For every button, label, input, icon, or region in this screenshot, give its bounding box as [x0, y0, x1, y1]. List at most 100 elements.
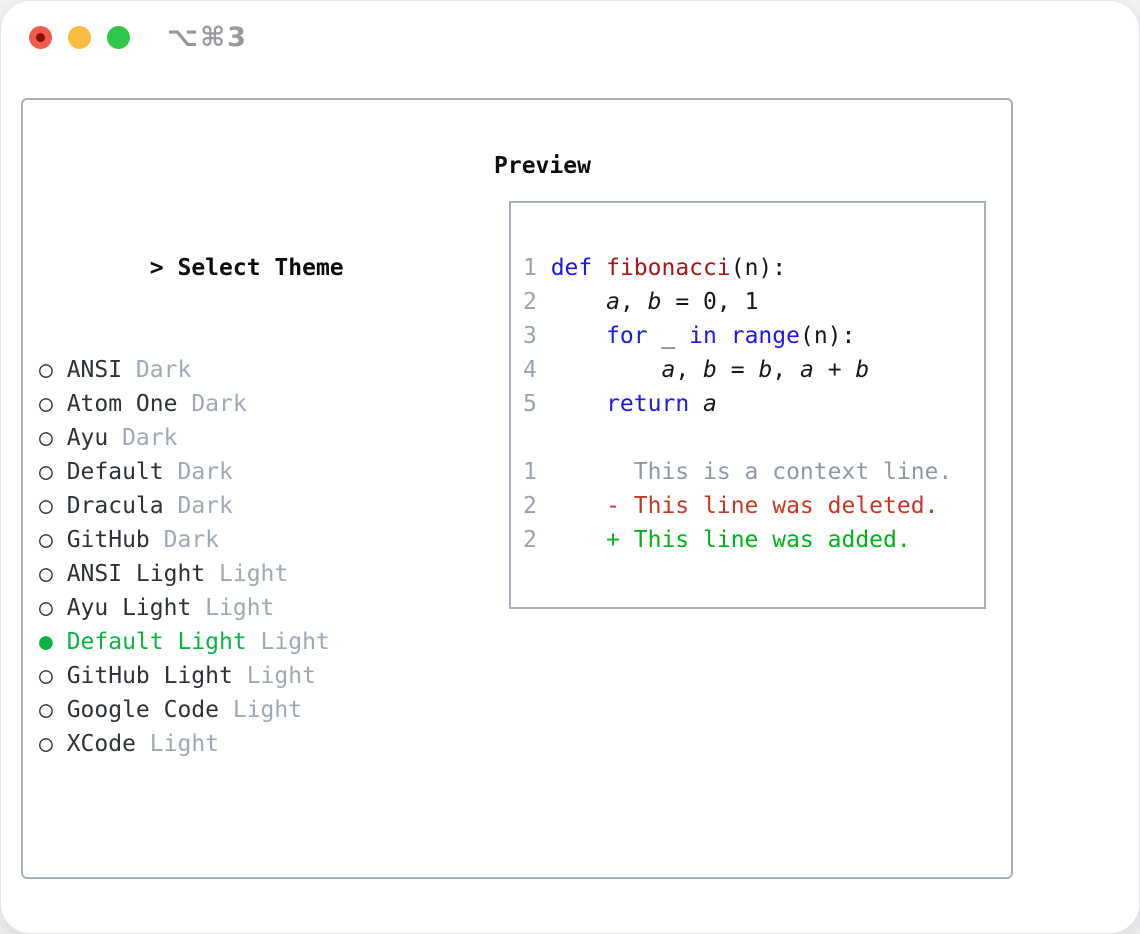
theme-option-ayu-light[interactable]: ○ Ayu Light Light [39, 591, 427, 625]
code-token: in [689, 323, 717, 349]
code-token [551, 391, 606, 417]
line-number: 1 [523, 255, 537, 281]
code-token: b [703, 357, 717, 383]
code-line: 5 return a [523, 387, 952, 421]
code-token: a [800, 357, 814, 383]
theme-variant-tag: Light [232, 697, 303, 723]
selected-radio-icon: ● [39, 629, 53, 655]
radio-icon: ○ [39, 527, 53, 553]
line-number: 2 [523, 493, 537, 519]
code-token: for [606, 323, 648, 349]
code-token: return [606, 391, 690, 417]
line-number: 4 [523, 357, 537, 383]
code-line: 2 a, b = 0, 1 [523, 285, 952, 319]
theme-name: Ayu [66, 425, 109, 451]
code-token: (n): [730, 255, 787, 281]
diff-added-line: 2 + This line was added. [523, 523, 952, 557]
code-token: b [855, 357, 870, 383]
theme-variant-tag: Light [260, 629, 330, 655]
radio-icon: ○ [39, 731, 53, 757]
theme-name: Default Light [66, 629, 247, 655]
minimize-button[interactable] [68, 26, 91, 49]
radio-icon: ○ [39, 561, 53, 587]
theme-variant-tag: Light [219, 561, 289, 587]
code-token [551, 289, 606, 315]
spacer-row [39, 863, 427, 897]
blank-line [523, 421, 952, 455]
code-token: , [675, 357, 704, 383]
theme-name: Dracula [66, 493, 164, 519]
code-token: a [606, 289, 620, 315]
theme-option-default-light[interactable]: ● Default Light Light [39, 625, 427, 659]
radio-icon: ○ [39, 459, 53, 485]
code-token: a [661, 357, 676, 383]
theme-option-ansi[interactable]: ○ ANSI Dark [39, 353, 427, 387]
theme-option-dracula[interactable]: ○ Dracula Dark [39, 489, 427, 523]
close-dot-icon [36, 33, 45, 42]
code-token: range [730, 323, 800, 349]
code-token: + This line was added. [550, 527, 911, 553]
theme-option-ansi-light[interactable]: ○ ANSI Light Light [39, 557, 427, 591]
theme-name: ANSI [66, 357, 123, 383]
code-token [592, 255, 606, 281]
theme-option-google-code[interactable]: ○ Google Code Light [39, 693, 427, 727]
theme-list-header: >Select Theme [39, 217, 427, 281]
code-token: def [550, 255, 593, 281]
code-token [689, 391, 703, 417]
theme-name: ANSI Light [66, 561, 206, 587]
theme-option-xcode[interactable]: ○ XCode Light [39, 727, 427, 761]
code-token: , [619, 289, 648, 315]
code-line: 4 a, b = b, a + b [523, 353, 952, 387]
preview-title: Preview [494, 153, 591, 179]
theme-variant-tag: Light [149, 731, 220, 757]
code-token: = 0, 1 [661, 289, 759, 315]
code-token: , [772, 357, 800, 383]
theme-option-ayu[interactable]: ○ Ayu Dark [39, 421, 427, 455]
code-token: _ [647, 323, 690, 349]
diff-deleted-line: 2 - This line was deleted. [523, 489, 952, 523]
theme-variant-tag: Dark [163, 527, 220, 553]
code-token: b [758, 357, 773, 383]
theme-name: GitHub [66, 527, 150, 553]
window-hotkey-label: ⌥⌘3 [167, 22, 248, 53]
radio-icon: ○ [39, 425, 53, 451]
code-token [717, 323, 731, 349]
theme-variant-tag: Dark [122, 425, 178, 451]
theme-name: Default [66, 459, 164, 485]
radio-icon: ○ [39, 391, 53, 417]
line-number: 3 [523, 323, 537, 349]
code-token: (n): [799, 323, 856, 349]
theme-variant-tag: Dark [177, 493, 233, 519]
theme-variant-tag: Light [205, 595, 275, 621]
code-token: fibonacci [606, 255, 731, 281]
code-line: 3 for _ in range(n): [523, 319, 952, 353]
theme-name: XCode [66, 731, 136, 757]
radio-icon: ○ [39, 697, 53, 723]
radio-icon: ○ [39, 357, 53, 383]
theme-name: Ayu Light [66, 595, 192, 621]
close-button[interactable] [29, 26, 52, 49]
theme-name: Google Code [66, 697, 220, 723]
theme-option-default[interactable]: ○ Default Dark [39, 455, 427, 489]
theme-name: GitHub Light [66, 663, 233, 689]
theme-option-github[interactable]: ○ GitHub Dark [39, 523, 427, 557]
radio-icon: ○ [39, 493, 53, 519]
code-token: a [703, 391, 717, 417]
line-number: 1 [523, 459, 537, 485]
code-token: - This line was deleted. [550, 493, 939, 519]
theme-variant-tag: Dark [177, 459, 233, 485]
theme-name: Atom One [66, 391, 178, 417]
theme-variant-tag: Light [246, 663, 316, 689]
theme-variant-tag: Dark [135, 357, 192, 383]
zoom-button[interactable] [107, 26, 130, 49]
code-token: This is a context line. [550, 459, 953, 485]
radio-icon: ○ [39, 595, 53, 621]
code-token [551, 357, 662, 383]
